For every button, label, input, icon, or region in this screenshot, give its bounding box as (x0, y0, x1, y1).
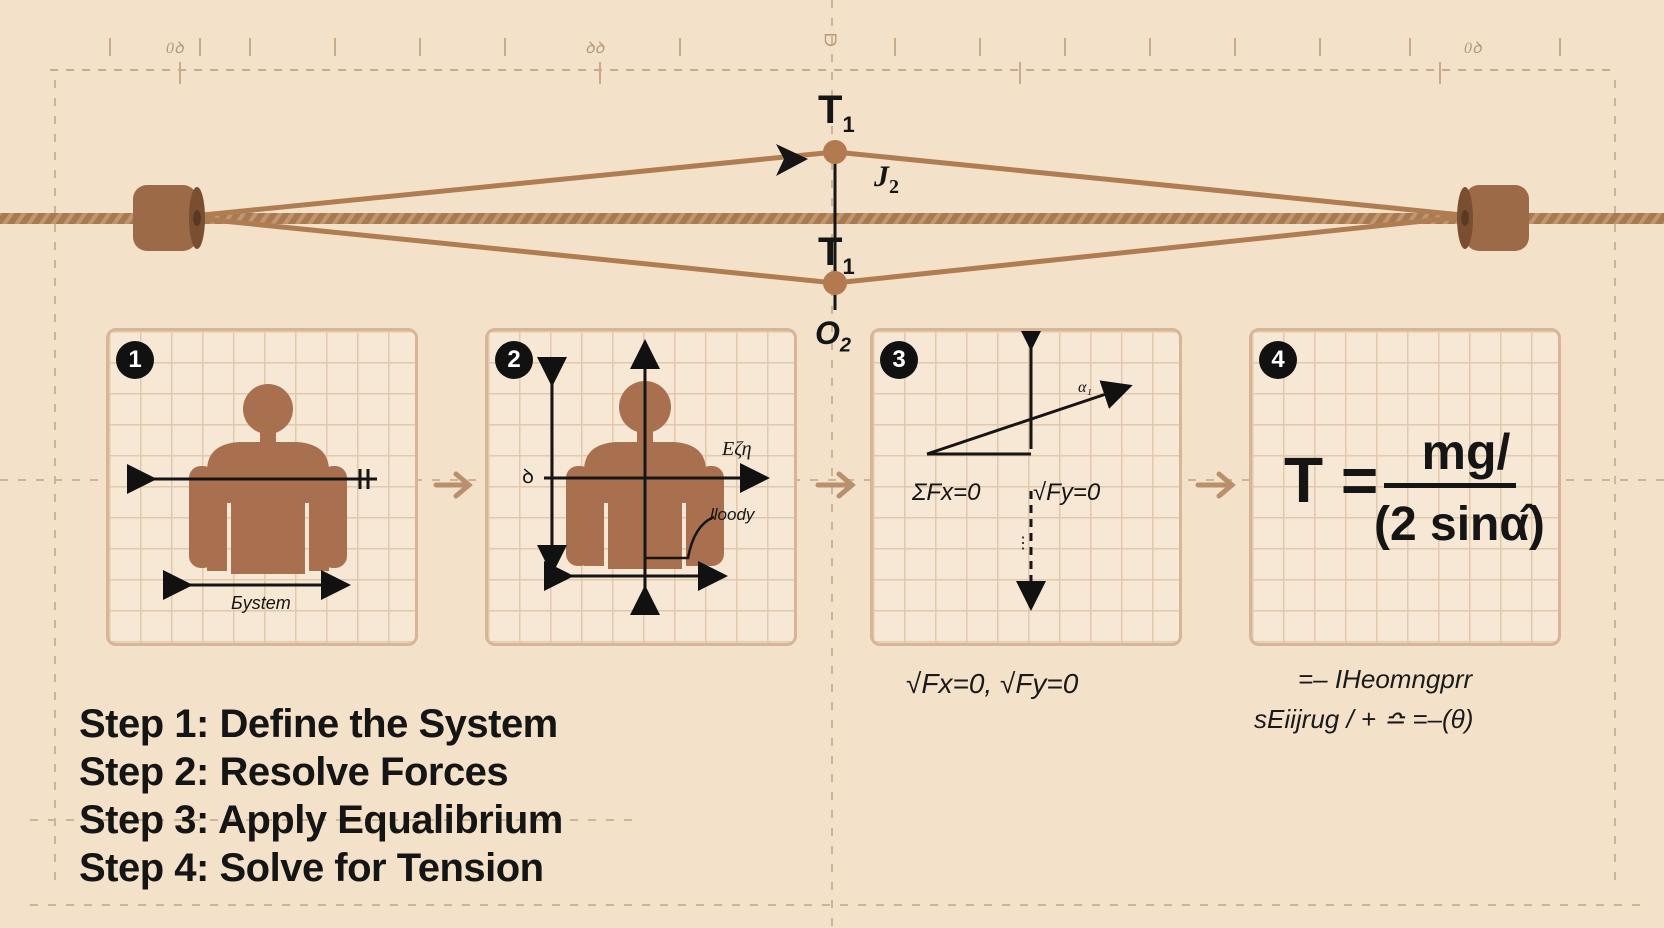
panel-number-3: 3 (880, 341, 918, 379)
top-joint (823, 140, 847, 164)
step-list: Step 1: Define the System Step 2: Resolv… (79, 700, 563, 892)
top-ruler (50, 38, 1610, 84)
panel-3-graphic (926, 331, 1133, 611)
panel-2-left-label: ꝺ (522, 466, 534, 488)
rope (0, 213, 1664, 224)
panel-4-caption-line-1: =– IHeomngprr (1298, 664, 1473, 694)
panel-1-system-label: Бystem (231, 593, 291, 613)
ruler-label-2: ꝺꝺ (585, 40, 605, 57)
panel-4-caption-line-2: sΕiijrug / + ≏ =–(θ) (1254, 704, 1474, 734)
step-4: Step 4: Solve for Tension (79, 846, 544, 890)
label-o2: O2 (815, 315, 852, 357)
label-t1-top: T1 (818, 88, 855, 137)
panel-2-force-label: Eζη (722, 438, 752, 460)
ruler-label-4: 0ꝺ (1464, 40, 1482, 57)
panel-3-sum-fx: ΣFx=0 (912, 479, 981, 506)
panel-3-mark: ⋮ (1015, 535, 1031, 552)
tension-formula-numerator: mg/ (1421, 424, 1511, 480)
bottom-joint (823, 271, 847, 295)
step-3: Step 3: Apply Equalibrium (79, 798, 563, 842)
tension-formula-denominator: (2 sinα̂) (1374, 498, 1545, 551)
panel-solve-tension: 4 T = mg/ (2 sinα̂) (1249, 328, 1561, 646)
panel-define-system: 1 Бystem (106, 328, 418, 646)
ruler-label-1: 0ꝺ (166, 40, 184, 57)
panel-3-caption: √Fx=0, √Fy=0 (906, 668, 1079, 699)
panel-number-1: 1 (116, 341, 154, 379)
panel-apply-equilibrium: 3 α₁ ΣFx=0 √Fy=0 ⋮ (870, 328, 1182, 646)
tension-arrow (776, 144, 808, 176)
step-1: Step 1: Define the System (79, 702, 558, 746)
label-t2: J2 (874, 160, 899, 198)
rope-diamond (192, 149, 1463, 286)
panel-number-2: 2 (495, 341, 533, 379)
label-t1-bottom: T1 (818, 230, 855, 279)
ruler-label-3: ᗜ (824, 33, 838, 50)
step-arrows (433, 471, 1236, 499)
step-2: Step 2: Resolve Forces (79, 750, 509, 794)
panel-1-graphic (127, 384, 377, 600)
panel-resolve-forces: 2 ꝺ Eζη lloody (485, 328, 797, 646)
panel-3-vector-label: α₁ (1078, 379, 1092, 396)
panel-2-graphic (537, 339, 770, 615)
fraction-bar (1384, 483, 1516, 488)
panel-number-4: 4 (1259, 341, 1297, 379)
tension-formula-lhs: T = (1284, 444, 1379, 516)
panel-2-body-label: lloody (710, 505, 755, 524)
right-pulley (1457, 185, 1529, 251)
left-pulley (133, 185, 205, 251)
panel-3-sum-fy: √Fy=0 (1033, 479, 1101, 506)
